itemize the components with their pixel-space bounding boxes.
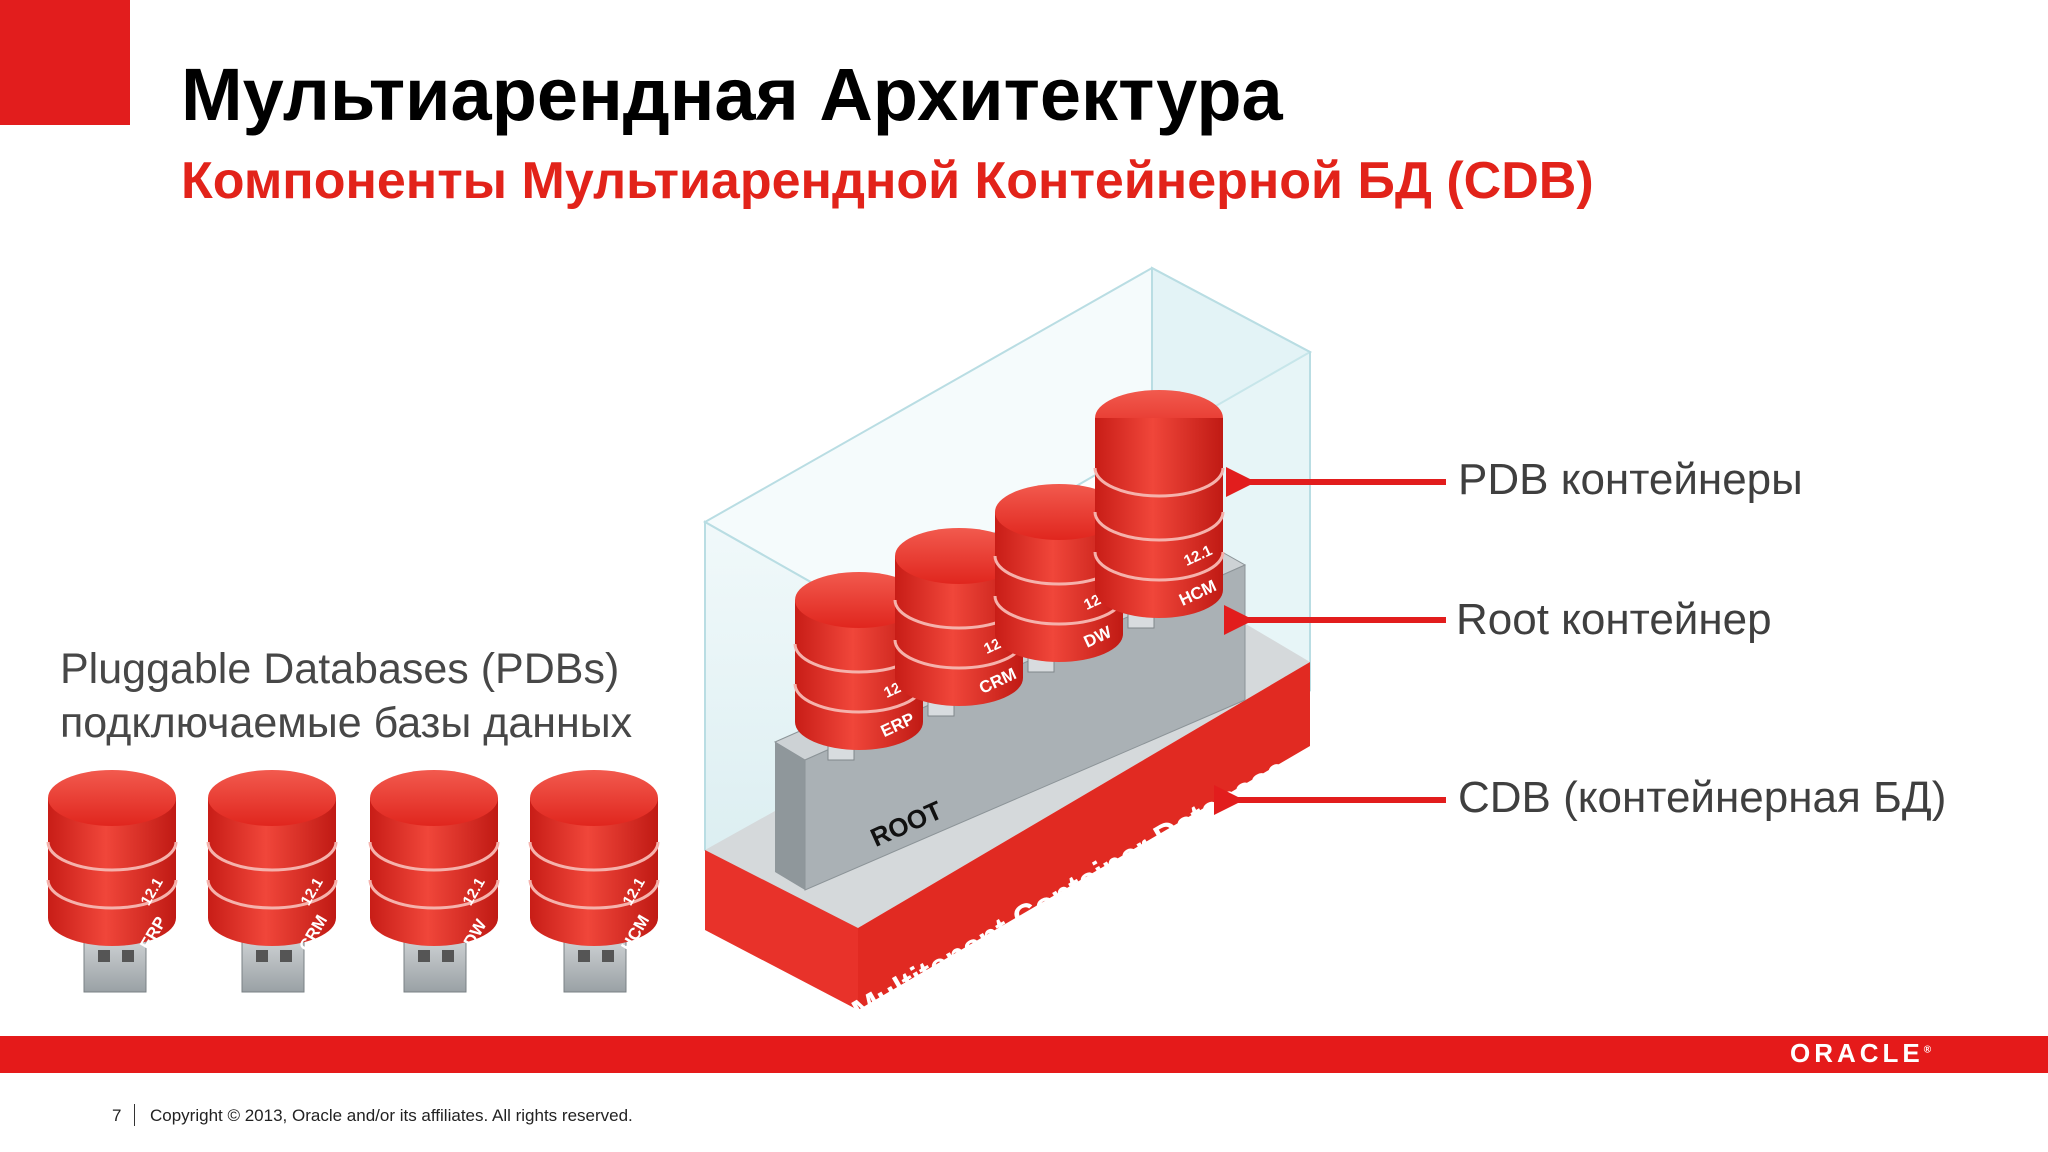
footer-divider [134, 1104, 135, 1126]
corner-accent-square [0, 0, 130, 125]
page-title: Мультиарендная Архитектура [181, 53, 1283, 136]
oracle-logo-text: ORACLE [1790, 1038, 1924, 1068]
container-pdb-cylinders: 12.1 ERP 12.1 CRM 12.1 DW 12.1 [793, 390, 1225, 750]
standalone-pdb-erp: 12.1 ERP [46, 770, 178, 993]
pdb-caption-russian: подключаемые базы данных [60, 699, 633, 747]
pdb-annotation: PDB контейнеры [1458, 455, 1803, 504]
standalone-pdb-hcm: 12.1 HCM [528, 770, 660, 993]
page-number: 7 [112, 1106, 122, 1125]
trademark-symbol: ® [1923, 1044, 1932, 1056]
pdb-cylinder-erp: 12.1 ERP [793, 572, 925, 750]
pdb-caption-english: Pluggable Databases (PDBs) [60, 645, 620, 693]
copyright-text: Copyright © 2013, Oracle and/or its affi… [150, 1106, 633, 1125]
footer-band [0, 1036, 2048, 1073]
standalone-pdb-dw: 12.1 DW [368, 770, 500, 993]
standalone-pdb-crm: 12.1 CRM [206, 770, 338, 993]
oracle-logo: ORACLE® [1790, 1040, 1931, 1066]
page-subtitle: Компоненты Мультиарендной Контейнерной Б… [181, 152, 1594, 210]
pdb-cylinder-hcm: 12.1 HCM [1093, 390, 1225, 618]
root-annotation: Root контейнер [1456, 595, 1772, 644]
cdb-annotation: CDB (контейнерная БД) [1458, 773, 1947, 822]
